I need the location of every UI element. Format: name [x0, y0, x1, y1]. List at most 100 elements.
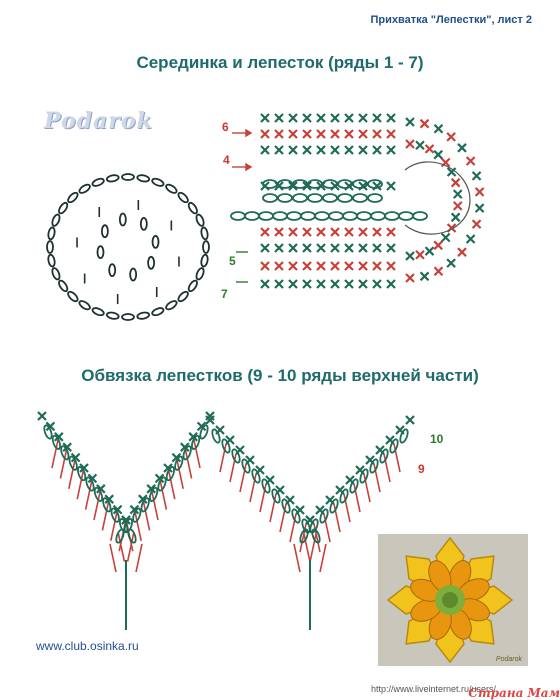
- edging-loop: [291, 508, 301, 524]
- double-crochet-mark: [293, 543, 301, 573]
- edging-loop: [123, 518, 133, 534]
- petal-tip-stitch: [446, 258, 456, 268]
- double-crochet-mark: [176, 460, 184, 489]
- center-chain-loop: [177, 290, 189, 303]
- edging-loop: [102, 497, 112, 513]
- double-crochet-mark: [303, 533, 311, 563]
- petal-tip-stitch: [440, 232, 451, 243]
- center-chain-loop: [105, 311, 120, 320]
- center-chain-loop: [78, 183, 91, 194]
- center-chain-loop: [187, 279, 198, 293]
- petal-tip-stitch: [452, 201, 463, 211]
- single-crochet-mark: [288, 279, 298, 289]
- petal-chain-loop: [307, 193, 323, 203]
- single-crochet-mark: [372, 227, 382, 237]
- center-chain-loop: [136, 174, 151, 183]
- potholder-photo-drawing: [378, 534, 528, 666]
- edging-stitch: [79, 463, 89, 473]
- finished-potholder-photo: Podarok: [378, 534, 528, 666]
- connecting-chain-loop: [342, 211, 358, 221]
- petal-chain-loop: [292, 179, 308, 189]
- edging-stitch: [180, 442, 190, 452]
- double-crochet-mark: [159, 481, 168, 510]
- petal-edging-chart: [37, 411, 415, 630]
- single-crochet-mark: [386, 113, 396, 123]
- edging-loop: [199, 424, 209, 440]
- single-crochet-mark: [372, 113, 382, 123]
- petal-tip-stitch: [424, 246, 435, 256]
- edging-stitch: [355, 465, 365, 475]
- single-crochet-mark: [260, 243, 270, 253]
- row-label-9: 9: [418, 462, 425, 476]
- petal-rows: [260, 113, 485, 289]
- edging-loop: [132, 507, 142, 523]
- center-inner-loop: [118, 212, 127, 227]
- petal-tip-stitch: [457, 247, 467, 257]
- double-crochet-mark: [353, 483, 361, 513]
- double-crochet-mark: [135, 543, 143, 573]
- connecting-chain-loop: [314, 211, 330, 221]
- edging-loop: [359, 468, 369, 484]
- connecting-chain-loop: [286, 211, 302, 221]
- sheet-title: Прихватка "Лепестки", лист 2: [370, 14, 532, 26]
- center-chain-loop: [202, 240, 210, 254]
- petal-tip-stitch: [419, 271, 430, 282]
- petal-chain-loop: [292, 193, 308, 203]
- edging-stitch: [54, 432, 64, 442]
- center-chain-loop: [51, 267, 61, 281]
- single-crochet-mark: [372, 145, 382, 155]
- single-crochet-mark: [358, 129, 368, 139]
- center-chain-loop: [200, 226, 209, 241]
- single-crochet-mark: [372, 279, 382, 289]
- single-crochet-mark: [330, 113, 340, 123]
- edging-loop: [241, 458, 251, 474]
- double-crochet-mark: [333, 503, 341, 533]
- double-crochet-mark: [393, 443, 401, 473]
- double-crochet-mark: [110, 512, 118, 541]
- single-crochet-mark: [330, 129, 340, 139]
- petal-tip-stitch: [446, 167, 457, 177]
- petal-tip-stitch: [474, 187, 485, 197]
- center-inner-loop: [147, 255, 156, 270]
- single-crochet-mark: [302, 243, 312, 253]
- single-crochet-mark: [358, 113, 368, 123]
- edging-stitch: [395, 425, 405, 435]
- petal-tip-stitch: [450, 177, 461, 188]
- edging-stitch: [37, 411, 47, 421]
- edging-loop: [157, 476, 167, 492]
- center-chain-loop: [105, 174, 120, 183]
- petal-chain-loop: [262, 193, 278, 203]
- edging-stitch: [265, 475, 275, 485]
- single-crochet-mark: [274, 243, 284, 253]
- double-crochet-mark: [168, 471, 176, 500]
- center-chain-loop: [121, 313, 135, 321]
- center-chain-loop: [46, 240, 54, 254]
- footer-url[interactable]: http://www.liveinternet.ru/users/: [370, 684, 496, 694]
- double-crochet-mark: [84, 481, 93, 510]
- single-crochet-mark: [316, 261, 326, 271]
- edging-stitch: [121, 515, 131, 525]
- single-crochet-mark: [274, 261, 284, 271]
- center-inner-loop: [108, 263, 117, 278]
- connecting-chain-loop: [370, 211, 386, 221]
- center-inner-loop: [96, 245, 105, 260]
- edging-loop: [115, 528, 125, 544]
- website-link[interactable]: www.club.osinka.ru: [36, 639, 139, 653]
- single-crochet-mark: [344, 243, 354, 253]
- edging-stitch: [385, 435, 395, 445]
- single-crochet-mark: [274, 113, 284, 123]
- edging-loop: [165, 466, 175, 482]
- edging-loop: [231, 448, 241, 464]
- double-crochet-mark: [68, 460, 76, 489]
- edging-loop: [399, 428, 409, 444]
- single-crochet-mark: [302, 129, 312, 139]
- edging-stitch: [146, 484, 156, 494]
- edging-stitch: [87, 473, 98, 484]
- edging-loop: [221, 438, 231, 454]
- single-crochet-mark: [260, 279, 270, 289]
- single-crochet-mark: [274, 227, 284, 237]
- row-label-4: 4: [223, 153, 230, 167]
- edging-stitch: [188, 432, 198, 442]
- edging-stitch: [129, 504, 140, 515]
